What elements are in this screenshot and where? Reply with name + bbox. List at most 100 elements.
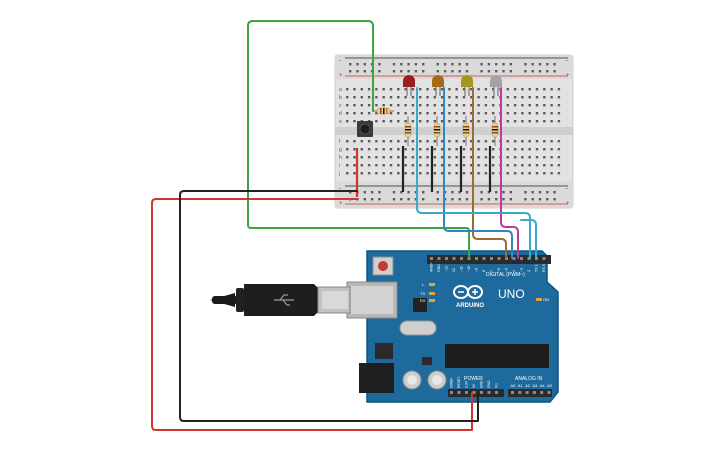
breadboard-hole <box>506 156 509 159</box>
power-pin[interactable] <box>472 391 476 394</box>
led-white <box>490 75 502 96</box>
digital-pin[interactable] <box>497 257 501 260</box>
breadboard-hole <box>419 164 422 167</box>
rail-hole <box>531 198 534 201</box>
rail-hole <box>524 70 527 73</box>
rail-hole <box>363 63 366 66</box>
analog-pin[interactable] <box>547 391 551 394</box>
analog-pin[interactable] <box>532 391 536 394</box>
breadboard-hole <box>462 140 466 143</box>
analog-pin[interactable] <box>525 391 529 394</box>
row-letter-f: f <box>339 139 341 145</box>
digital-pin[interactable] <box>445 257 448 260</box>
rail-hole <box>538 191 542 194</box>
breadboard-hole <box>404 88 407 91</box>
rail-mark-bot-neg-left: - <box>339 186 341 192</box>
breadboard-hole <box>411 112 415 115</box>
push-button[interactable] <box>357 121 373 137</box>
breadboard-hole <box>543 164 546 167</box>
breadboard-hole <box>506 140 509 143</box>
breadboard-hole <box>346 140 349 143</box>
rail-hole <box>443 63 447 66</box>
power-pin[interactable] <box>465 391 468 394</box>
rail-hole <box>487 198 491 201</box>
resistor-led-3 <box>462 116 470 146</box>
row-letter-a: a <box>339 87 342 93</box>
breadboard-hole <box>440 96 444 99</box>
digital-pin[interactable] <box>437 257 441 260</box>
rail-hole <box>502 70 505 73</box>
analog-pin[interactable] <box>518 391 522 394</box>
breadboard-hole <box>448 156 451 159</box>
breadboard-hole <box>477 104 480 107</box>
breadboard-hole <box>353 120 356 123</box>
rail-hole <box>458 70 461 73</box>
digital-label: DIGITAL (PWM~) <box>486 272 525 278</box>
digital-pin[interactable] <box>512 257 516 260</box>
rail-hole <box>349 63 352 66</box>
rail-hole <box>414 70 418 73</box>
rail-hole <box>451 191 454 194</box>
analog-pin[interactable] <box>511 391 514 394</box>
breadboard-hole <box>433 140 436 143</box>
digital-pin[interactable] <box>527 257 531 260</box>
analog-pin[interactable] <box>540 391 544 394</box>
power-pin[interactable] <box>480 391 483 394</box>
breadboard-hole <box>382 164 385 167</box>
digital-pin[interactable] <box>482 257 486 260</box>
breadboard-hole <box>521 172 524 175</box>
rail-mark-top-pos-left: + <box>339 73 343 79</box>
reset-button[interactable] <box>372 256 394 276</box>
breadboard-hole <box>346 164 349 167</box>
breadboard-hole <box>382 156 385 159</box>
rail-hole <box>436 191 439 194</box>
power-pin-label: Vin <box>495 383 499 388</box>
breadboard-hole <box>440 148 444 151</box>
breadboard-hole <box>353 156 356 159</box>
digital-pin[interactable] <box>452 257 456 260</box>
digital-pin-label: ~3 <box>520 268 524 272</box>
breadboard-hole <box>455 112 458 115</box>
breadboard-hole <box>411 88 415 91</box>
digital-pin[interactable] <box>475 257 478 260</box>
breadboard-hole <box>535 96 539 99</box>
power-pin[interactable] <box>495 391 498 394</box>
rail-hole <box>487 63 491 66</box>
rail-hole <box>487 191 491 194</box>
digital-pin[interactable] <box>490 257 493 260</box>
power-pin[interactable] <box>450 391 453 394</box>
breadboard-hole <box>455 96 458 99</box>
breadboard-hole <box>353 96 356 99</box>
breadboard-hole <box>477 96 480 99</box>
breadboard-hole <box>389 120 393 123</box>
digital-pin[interactable] <box>520 257 523 260</box>
breadboard-hole <box>440 112 444 115</box>
power-pin[interactable] <box>487 391 491 394</box>
breadboard-hole <box>419 96 422 99</box>
regulator <box>375 343 393 359</box>
rail-hole <box>414 191 418 194</box>
resistor-led-1 <box>404 116 412 146</box>
breadboard-hole <box>411 96 415 99</box>
digital-pin[interactable] <box>542 257 546 260</box>
breadboard-hole <box>375 112 378 115</box>
breadboard-hole <box>360 148 363 151</box>
digital-pin[interactable] <box>460 257 463 260</box>
digital-pin[interactable] <box>430 257 433 260</box>
rail-hole <box>407 198 410 201</box>
breadboard-hole <box>426 140 429 143</box>
power-pin[interactable] <box>457 391 461 394</box>
breadboard-hole <box>484 120 488 123</box>
breadboard-hole <box>462 96 466 99</box>
breadboard-hole <box>440 172 444 175</box>
breadboard-hole <box>513 96 517 99</box>
breadboard-hole <box>353 140 356 143</box>
breadboard-hole <box>375 96 378 99</box>
breadboard-hole <box>360 104 363 107</box>
rail-hole <box>400 63 403 66</box>
breadboard-hole <box>397 140 400 143</box>
breadboard-hole <box>535 112 539 115</box>
breadboard-hole <box>462 120 466 123</box>
breadboard-hole <box>557 88 561 91</box>
rail-hole <box>458 198 461 201</box>
